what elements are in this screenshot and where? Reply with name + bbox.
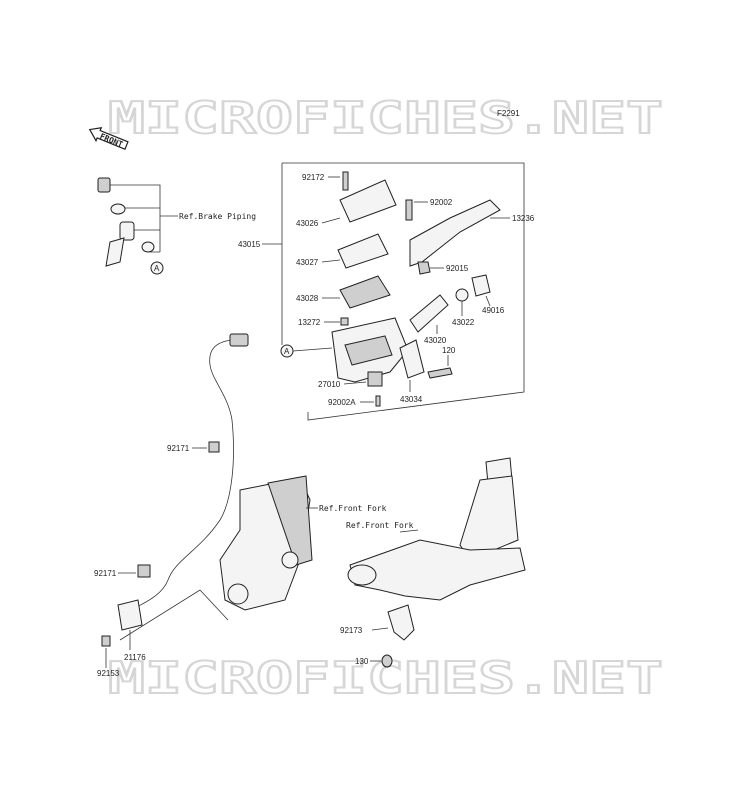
label-43034: 43034: [400, 395, 423, 404]
label-92153: 92153: [97, 669, 120, 678]
label-43020: 43020: [424, 336, 447, 345]
label-43026: 43026: [296, 219, 319, 228]
figure-code: F2291: [497, 109, 520, 118]
ref-front-fork-right: Ref.Front Fork: [346, 521, 414, 530]
label-92015: 92015: [446, 264, 469, 273]
label-43015: 43015: [238, 240, 261, 249]
sensor-harness-group: 92171 92171 21176 92153: [94, 333, 249, 678]
label-92171-upper: 92171: [167, 444, 190, 453]
callout-a-left: A: [154, 264, 160, 273]
ref-brake-piping: Ref.Brake Piping: [179, 212, 256, 221]
callout-a-right: A: [284, 347, 290, 356]
front-fork-lower: Ref.Front Fork: [219, 475, 387, 611]
label-92002: 92002: [430, 198, 453, 207]
watermark-top: MICROFICHES.NET: [108, 93, 663, 144]
label-43027: 43027: [296, 258, 319, 267]
master-cylinder-group: 43015 92172 43026 43027 43028 13272 4302…: [238, 162, 535, 421]
label-13272: 13272: [298, 318, 321, 327]
label-120: 120: [442, 346, 456, 355]
ref-front-fork-left: Ref.Front Fork: [319, 504, 387, 513]
label-43028: 43028: [296, 294, 319, 303]
label-49016: 49016: [482, 306, 505, 315]
label-92002a: 92002A: [328, 398, 356, 407]
label-13236: 13236: [512, 214, 535, 223]
brake-piping-group: A Ref.Brake Piping: [97, 177, 256, 275]
label-27010: 27010: [318, 380, 341, 389]
label-21176: 21176: [124, 653, 146, 662]
label-92171-lower: 92171: [94, 569, 117, 578]
label-130: 130: [355, 657, 369, 666]
label-43022: 43022: [452, 318, 475, 327]
label-92172: 92172: [302, 173, 325, 182]
label-92173: 92173: [340, 626, 363, 635]
steering-stem-group: Ref.Front Fork 92173 130: [340, 457, 526, 668]
